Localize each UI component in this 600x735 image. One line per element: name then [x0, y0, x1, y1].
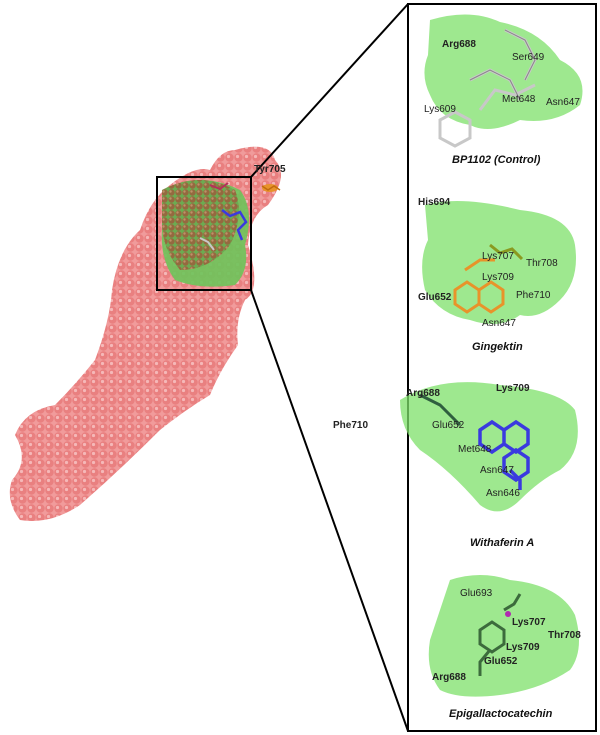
p3-caption: Withaferin A: [470, 537, 535, 549]
p3-res-1: Lys709: [496, 383, 530, 394]
pocket-gingektin: [422, 201, 576, 324]
p4-res-0: Glu693: [460, 588, 493, 599]
p2-res-1: Lys707: [482, 251, 514, 262]
zoom-connector-top: [250, 3, 409, 178]
zoom-box: [156, 176, 252, 291]
p4-res-4: Glu652: [484, 656, 518, 667]
p4-res-1: Lys707: [512, 617, 546, 628]
tyr705-ligand: [261, 184, 281, 192]
p3-res-5: Asn646: [486, 488, 520, 499]
p3-res-3: Met648: [458, 444, 492, 455]
p1-res-2: Met648: [502, 94, 536, 105]
p1-res-1: Ser649: [512, 52, 545, 63]
p1-res-3: Asn647: [546, 97, 580, 108]
binding-pocket-region: [161, 180, 249, 287]
p1-res-0: Arg688: [442, 39, 476, 50]
pocket-control: [424, 14, 583, 148]
label-tyr705: Tyr705: [254, 164, 286, 175]
label-phe710-floating: Phe710: [333, 420, 369, 431]
pocket-withaferin: [400, 382, 578, 512]
p2-res-3: Lys709: [482, 272, 514, 283]
p4-res-2: Thr708: [548, 630, 581, 641]
pocket-epigallo: [428, 575, 579, 697]
p2-res-5: Phe710: [516, 290, 551, 301]
p3-res-0: Arg688: [406, 388, 440, 399]
p2-res-6: Asn647: [482, 318, 516, 329]
p2-caption: Gingektin: [472, 341, 523, 353]
zoom-connector-bottom: [250, 289, 409, 732]
p3-res-2: Glu652: [432, 420, 465, 431]
p4-res-5: Arg688: [432, 672, 466, 683]
p4-res-3: Lys709: [506, 642, 540, 653]
p1-caption: BP1102 (Control): [452, 154, 541, 166]
p2-res-2: Thr708: [526, 258, 558, 269]
p4-caption: Epigallactocatechin: [449, 708, 553, 720]
p3-res-4: Asn647: [480, 465, 514, 476]
p2-res-0: His694: [418, 197, 451, 208]
p2-res-4: Glu652: [418, 292, 452, 303]
p1-res-4: Lys609: [424, 104, 456, 115]
